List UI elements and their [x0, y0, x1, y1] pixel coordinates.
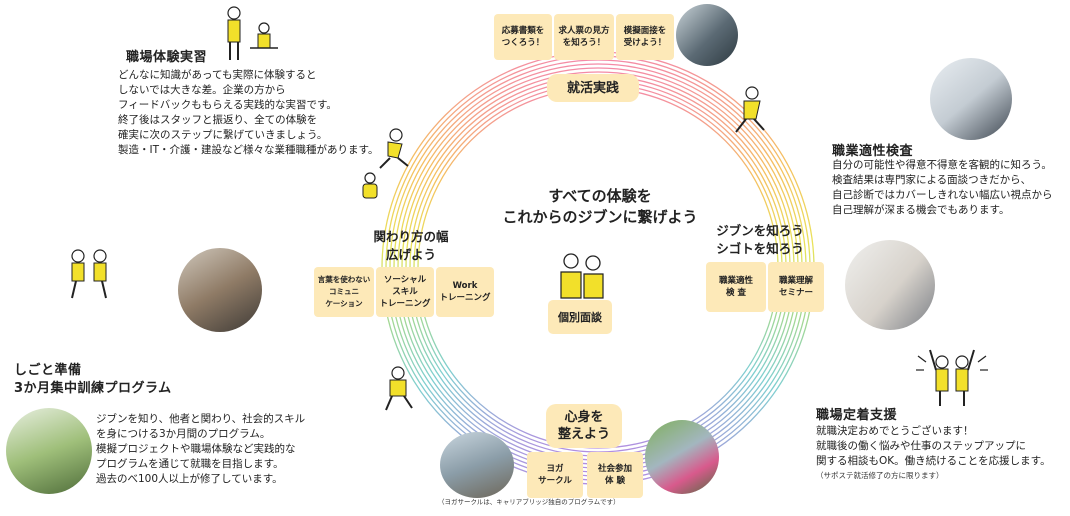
card-job-listing: 求人票の見方 を知ろう！ — [554, 14, 614, 60]
card-yoga: ヨガ サークル — [527, 452, 583, 498]
center-title: すべての体験を これからのジブンに繋げよう — [502, 187, 698, 226]
photo-aptitude — [930, 58, 1012, 140]
figure-walking-person — [385, 366, 413, 411]
label-job-hunting: 就活実践 — [547, 74, 639, 102]
two-people-figure — [553, 252, 609, 300]
card-job-seminar: 職業理解 セミナー — [768, 262, 824, 312]
retention-note: （サポステ就活修了の方に限ります） — [816, 471, 944, 480]
photo-forest — [6, 408, 92, 494]
prep-body: ジブンを知り、他者と関わり、社会的スキル を身につける3か月間のプログラム。 模… — [96, 413, 306, 485]
label-know-yourself: ジブンを知ろう シゴトを知ろう — [716, 223, 804, 256]
card-mock-interview: 模擬面接を 受けよう！ — [616, 14, 674, 60]
label-mind-body: 心身を 整えよう — [546, 404, 622, 448]
retention-body: 就職決定おめでとうございます！ 就職後の働く悩みや仕事のステップアップに 関する… — [816, 425, 1051, 467]
figure-small-person — [362, 172, 378, 199]
figure-jumping-person — [735, 86, 765, 133]
individual-interview-card: 個別面談 — [548, 300, 612, 334]
photo-social-participation — [645, 420, 719, 494]
aptitude-title: 職業適性検査 — [832, 144, 914, 159]
retention-title: 職場定着支援 — [816, 408, 898, 423]
workplace-title: 職場体験実習 — [126, 50, 208, 65]
yoga-note: （ヨガサークルは、キャリアブリッジ独自のプログラムです） — [438, 498, 620, 506]
label-relationships: 関わり方の幅 広げよう — [373, 229, 449, 262]
card-nonverbal: 言葉を使わない コミュニ ケーション — [314, 267, 374, 317]
card-social-participation: 社会参加 体 験 — [587, 452, 643, 498]
workplace-body: どんなに知識があっても実際に体験すると しないでは大きな差。企業の方から フィー… — [118, 69, 379, 156]
photo-seminar — [845, 240, 935, 330]
figure-pair-people — [71, 249, 107, 299]
figure-celebrating-people — [916, 349, 988, 406]
card-work-training: Work トレーニング — [436, 267, 494, 317]
photo-group-training — [178, 248, 262, 332]
figure-running-person — [379, 128, 409, 169]
card-social-skills: ソーシャル スキル トレーニング — [376, 267, 434, 317]
figure-office-worker — [227, 6, 278, 60]
card-application-docs: 応募書類を つくろう！ — [494, 14, 552, 60]
card-aptitude-test: 職業適性 検 査 — [706, 262, 766, 312]
aptitude-body: 自分の可能性や得意不得意を客観的に知ろう。 検査結果は専門家による面談つきだから… — [832, 159, 1053, 216]
photo-yoga — [440, 432, 514, 498]
prep-title: しごと準備 3か月集中訓練プログラム — [14, 363, 172, 396]
photo-mock-interview — [676, 4, 738, 66]
